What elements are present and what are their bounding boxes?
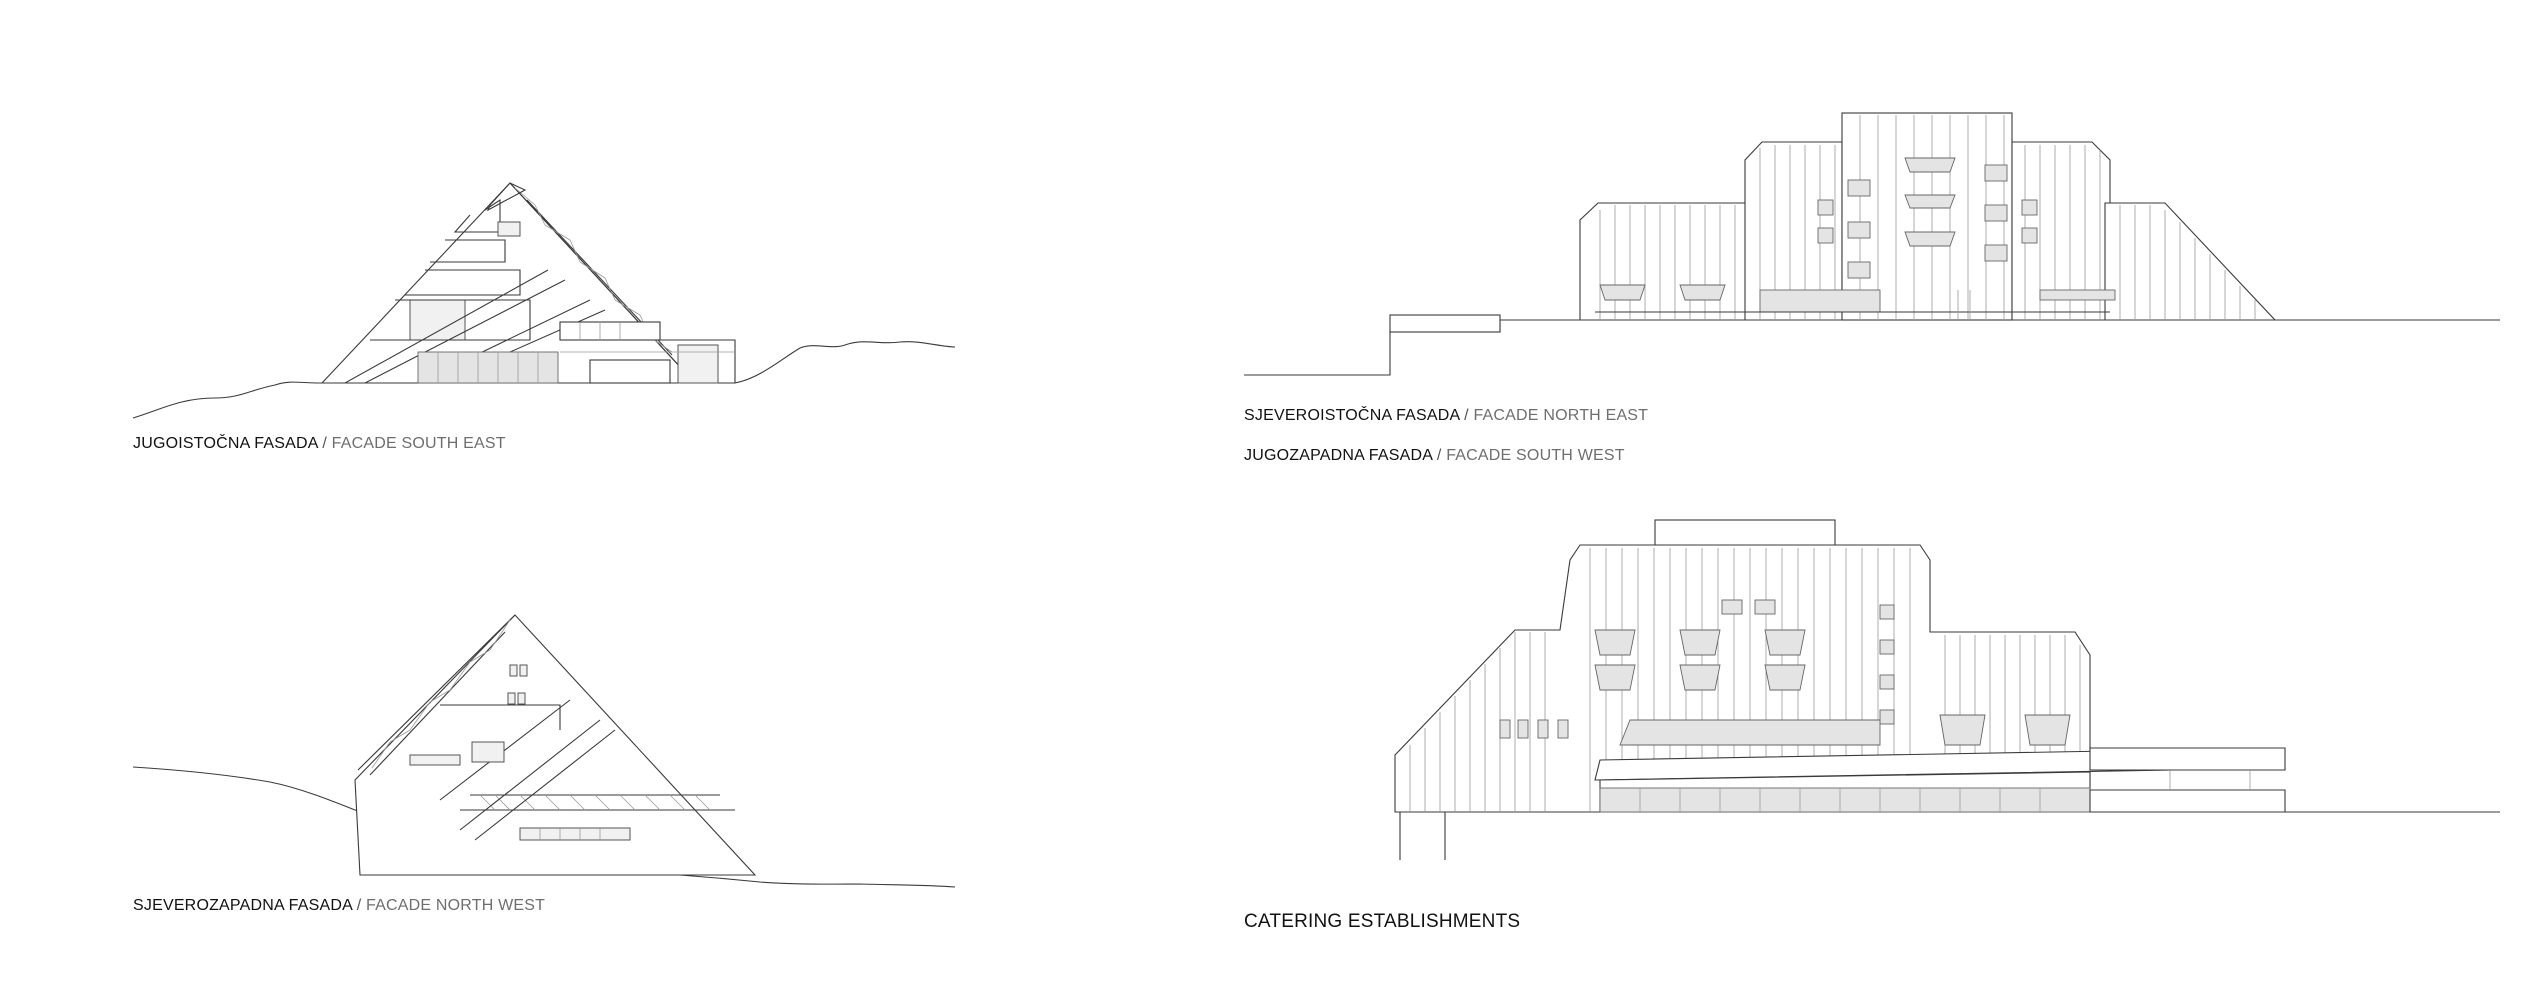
caption-facade-south-west: JUGOZAPADNA FASADA / FACADE SOUTH WEST — [1244, 448, 1625, 464]
caption-sub: FACADE SOUTH EAST — [331, 435, 506, 452]
facade-south-east-drawing — [132, 182, 956, 419]
caption-main: JUGOISTOČNA FASADA — [133, 435, 318, 452]
caption-separator: / — [1459, 407, 1474, 424]
facade-north-east-drawing — [1244, 112, 2500, 376]
caption-main: SJEVEROISTOČNA FASADA — [1244, 407, 1460, 424]
caption-separator: / — [1432, 447, 1447, 464]
caption-main: JUGOZAPADNA FASADA — [1244, 447, 1433, 464]
caption-facade-south-east: JUGOISTOČNA FASADA / FACADE SOUTH EAST — [133, 436, 506, 452]
caption-facade-north-west: SJEVEROZAPADNA FASADA / FACADE NORTH WES… — [133, 898, 545, 914]
caption-facade-north-east: SJEVEROISTOČNA FASADA / FACADE NORTH EAS… — [1244, 408, 1648, 424]
facade-north-west-drawing — [132, 614, 956, 888]
caption-sub: FACADE SOUTH WEST — [1446, 447, 1625, 464]
caption-separator: / — [352, 897, 367, 914]
caption-sub: FACADE NORTH WEST — [366, 897, 546, 914]
caption-catering-establishments: CATERING ESTABLISHMENTS — [1244, 911, 1521, 932]
facade-south-west-drawing — [1394, 519, 2500, 860]
caption-main: SJEVEROZAPADNA FASADA — [133, 897, 353, 914]
caption-separator: / — [317, 435, 332, 452]
caption-sub: FACADE NORTH EAST — [1473, 407, 1649, 424]
